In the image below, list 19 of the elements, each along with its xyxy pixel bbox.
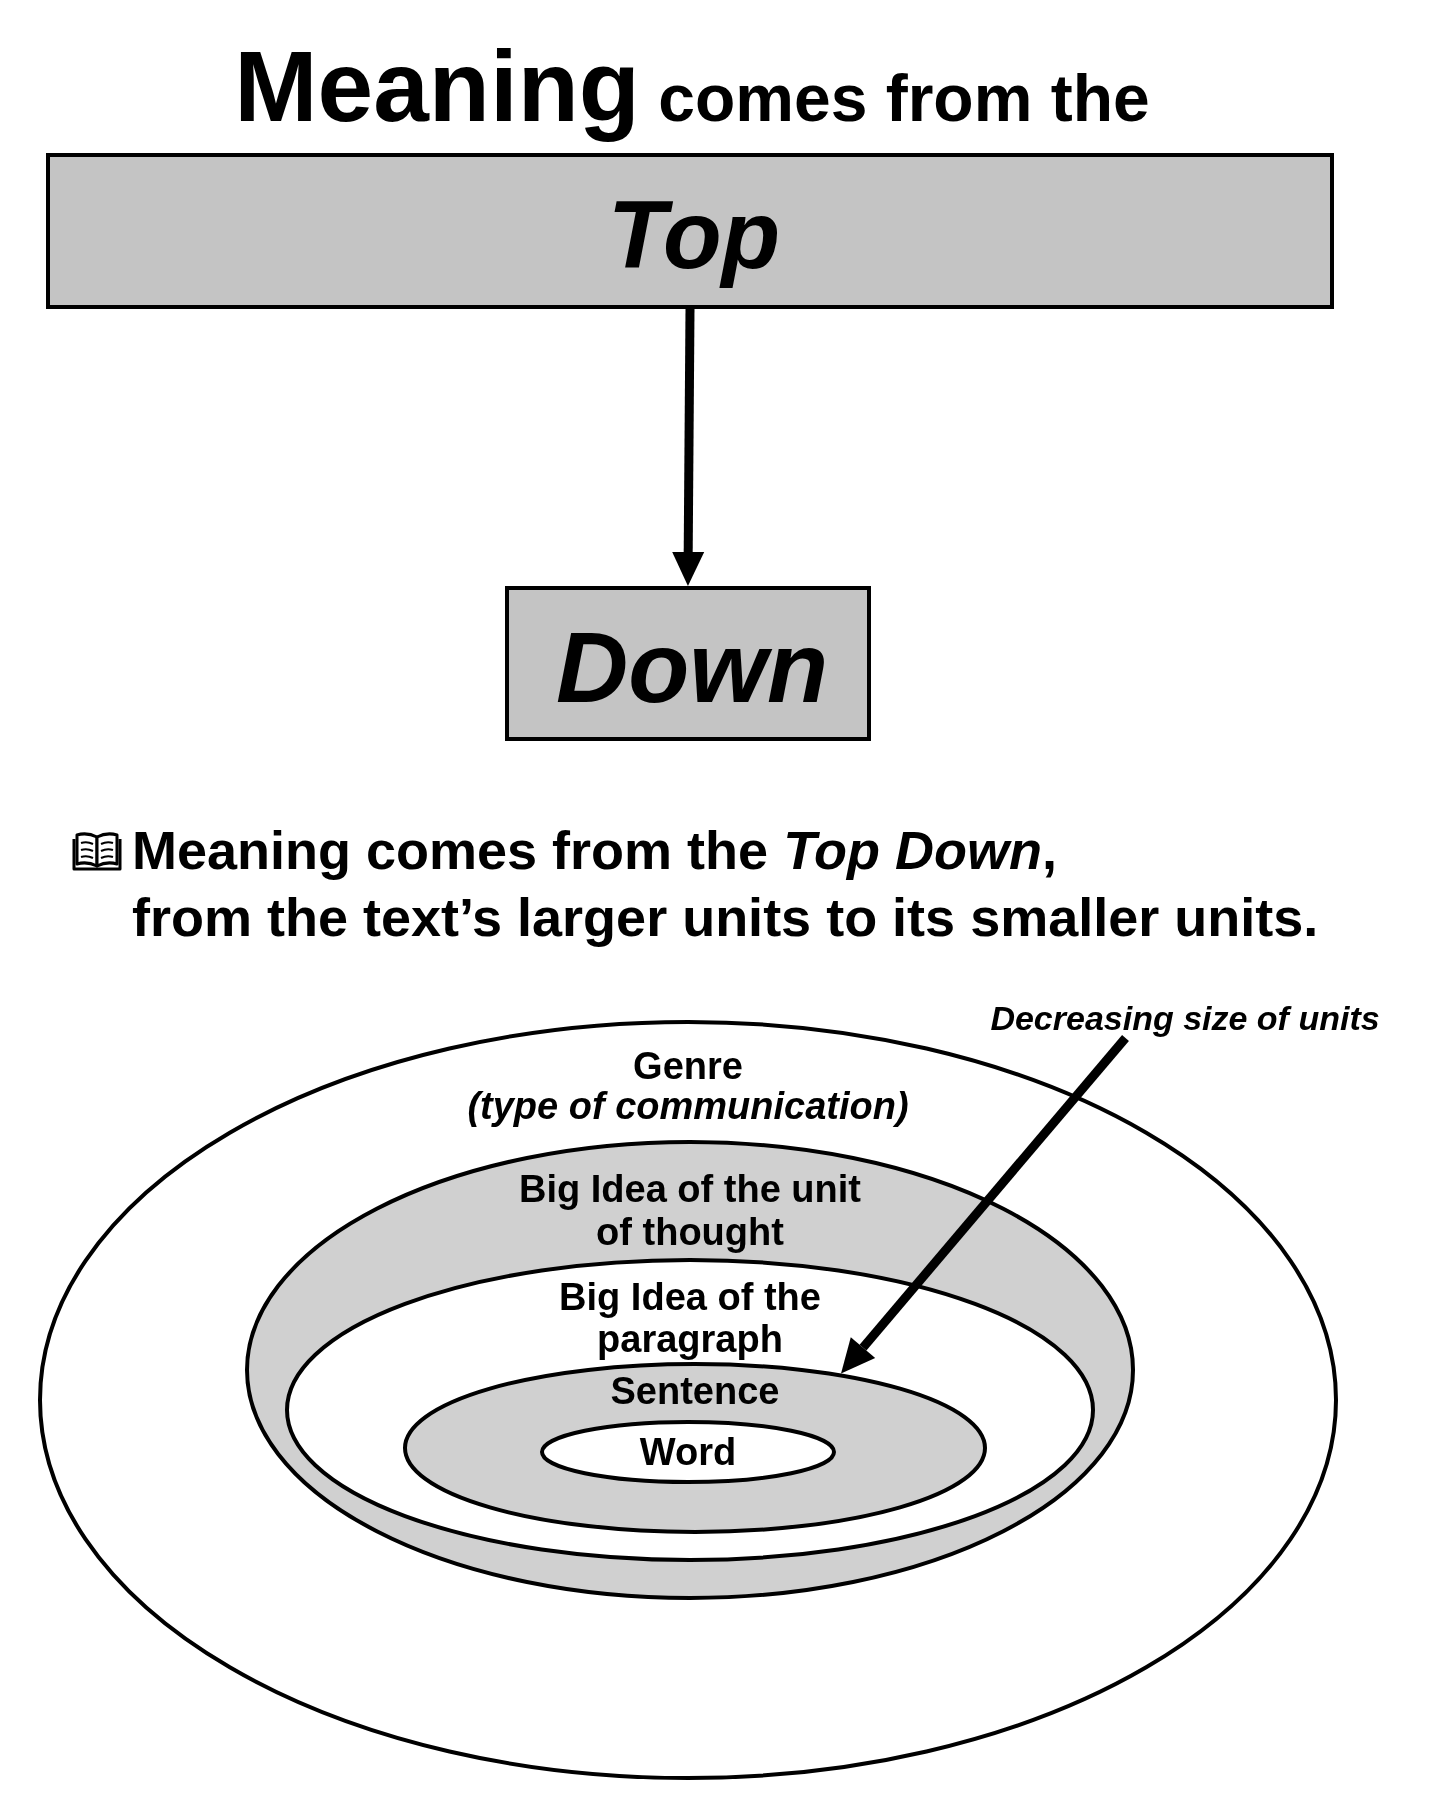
region-label: Big Idea of the unit of thought bbox=[518, 1168, 862, 1254]
inner-ellipse bbox=[285, 1258, 1095, 1562]
banner-box bbox=[46, 153, 1334, 309]
box-label: Down bbox=[555, 611, 829, 723]
arrow bbox=[841, 1035, 1129, 1374]
region-label: Sentence bbox=[610, 1372, 780, 1410]
box-label: Top bbox=[607, 180, 781, 290]
region-label: Big Idea of the paragraph bbox=[558, 1276, 822, 1360]
label-box bbox=[505, 586, 871, 741]
title-heading: Meaning comes from the bbox=[234, 30, 1150, 144]
region-label: Genre bbox=[633, 1046, 743, 1086]
arrow-caption: Decreasing size of units bbox=[990, 998, 1380, 1038]
region-label: Word bbox=[639, 1433, 737, 1471]
center-ellipse bbox=[540, 1420, 836, 1484]
shaded-ellipse bbox=[403, 1362, 987, 1534]
arrow bbox=[672, 308, 705, 586]
region-subtitle: (type of communication) bbox=[467, 1086, 909, 1126]
caption-text: Meaning comes from the Top Down, from the text’s larger units to its smaller units. bbox=[132, 819, 1320, 949]
shaded-ring bbox=[245, 1140, 1135, 1600]
